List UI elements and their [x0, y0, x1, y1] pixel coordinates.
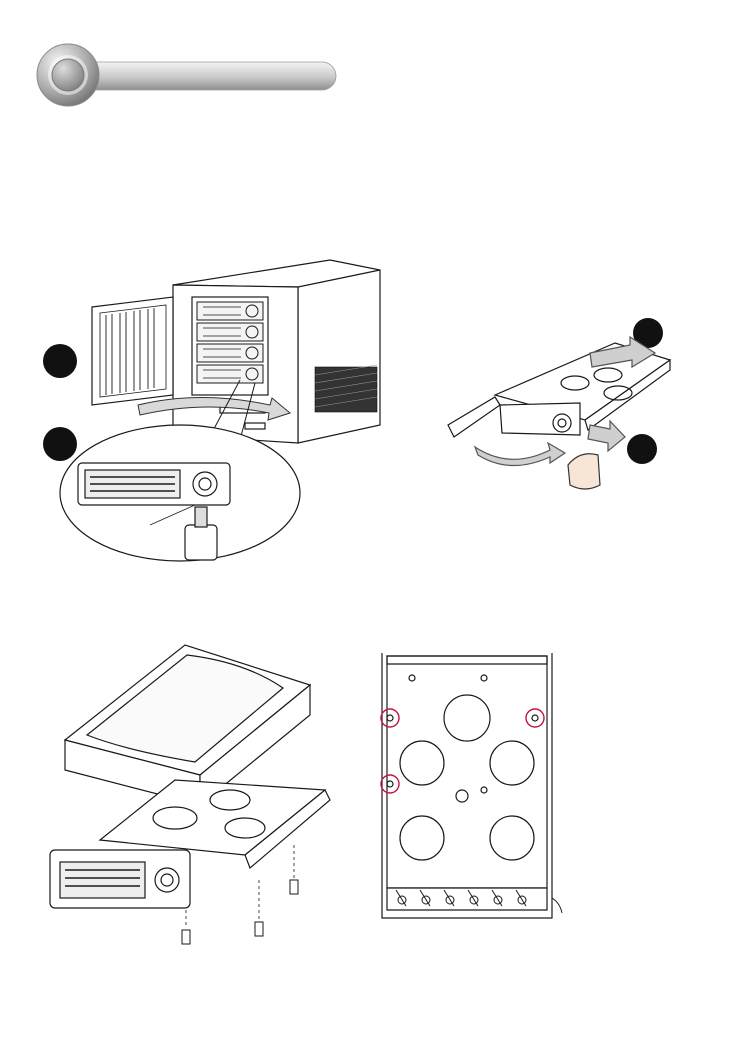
hdd-mount-illustration [45, 640, 335, 960]
hand-icon [568, 454, 600, 489]
pull-arrow [588, 421, 625, 451]
header-bar [64, 62, 336, 90]
nas-enclosure-illustration [40, 255, 385, 565]
step-marker-1 [43, 344, 77, 378]
side-vent [315, 365, 377, 412]
drive-tray-eject-illustration [440, 325, 685, 495]
drive-tray [50, 780, 330, 908]
tray-bottom-view-illustration [372, 648, 567, 933]
tray-front-open [448, 397, 580, 437]
step-marker-2 [43, 427, 77, 461]
section-header [36, 40, 341, 112]
rotate-arrow [475, 443, 565, 466]
screw-icon [182, 880, 298, 944]
tray-closeup [78, 463, 230, 505]
